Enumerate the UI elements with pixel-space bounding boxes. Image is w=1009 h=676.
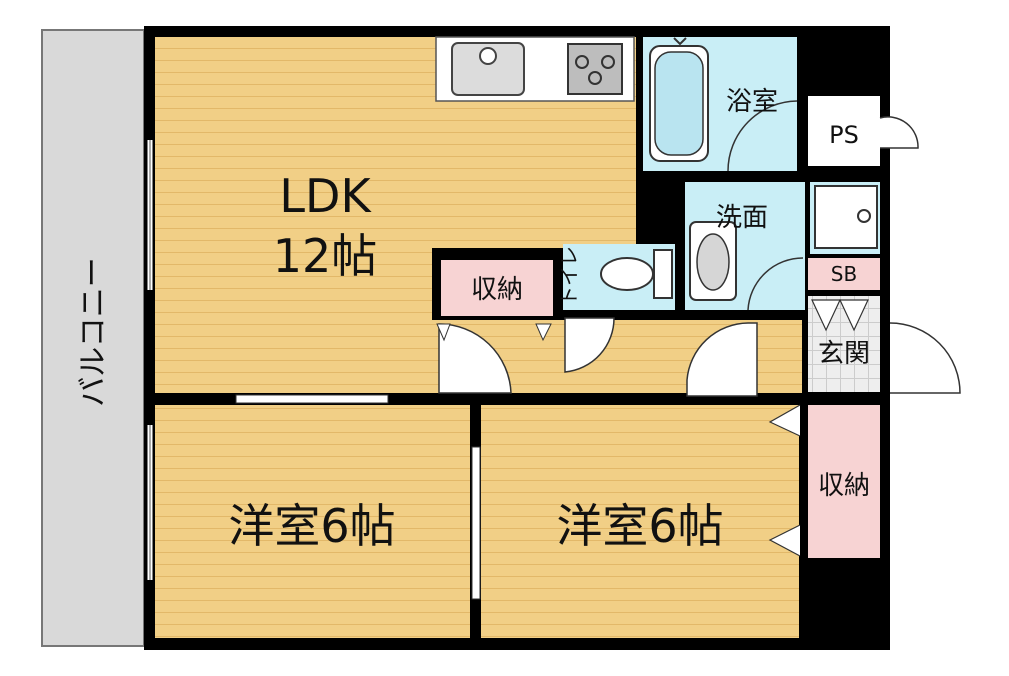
sb-box	[808, 258, 880, 290]
storage-hall	[441, 260, 553, 316]
burner-icon	[601, 55, 615, 69]
shoe-box-door	[839, 299, 869, 332]
front-door-swing	[889, 322, 961, 394]
basin-bowl	[696, 233, 730, 291]
burner-icon	[575, 55, 589, 69]
storage-hall-label: 収納	[471, 275, 523, 305]
sliding-door-bedroom	[471, 446, 481, 600]
ps-door-swing	[879, 116, 919, 149]
stove	[567, 43, 623, 95]
toilet-door-swing	[564, 317, 615, 373]
kitchen-sink	[451, 42, 525, 96]
wall-block	[802, 560, 888, 648]
washroom-label: 洗面	[716, 203, 768, 233]
storage-right	[808, 405, 880, 558]
door-mark	[436, 323, 451, 342]
sb-label: SB	[831, 262, 857, 286]
storage-door-swing	[438, 323, 512, 394]
storage-right-label: 収納	[818, 471, 870, 501]
balcony-label: バルコニー	[76, 257, 111, 406]
toilet-label: トイレ	[557, 246, 581, 306]
bedroom-left-label: 洋室6帖	[228, 499, 395, 553]
ldk-floor	[155, 37, 636, 393]
shoe-box-door	[811, 299, 841, 332]
bath-label: 浴室	[726, 87, 778, 117]
faucet-icon	[673, 37, 687, 46]
closet-door	[768, 404, 801, 437]
wash-door-swing	[747, 257, 804, 311]
balcony	[41, 29, 145, 647]
bedroom-right-label: 洋室6帖	[556, 499, 723, 553]
sink-drain	[479, 47, 497, 65]
sliding-door-ldk	[235, 394, 389, 404]
bath-door-swing	[727, 100, 798, 172]
toilet-bowl	[600, 257, 654, 291]
door-mark	[535, 323, 552, 342]
ps-label: PS	[829, 121, 859, 149]
ps-box	[808, 96, 880, 166]
toilet-tank	[653, 249, 673, 299]
ldk-size: 12帖	[273, 229, 378, 283]
burner-icon	[588, 71, 602, 85]
closet-door	[768, 524, 801, 557]
bathtub-basin	[654, 51, 704, 156]
bedroom-left-floor	[155, 405, 470, 638]
bedroom-right-floor	[481, 405, 799, 638]
drain-icon	[857, 209, 871, 223]
ldk-name: LDK	[279, 169, 372, 223]
entrance-label: 玄関	[818, 339, 870, 369]
bedroom-door-swing	[686, 322, 758, 397]
